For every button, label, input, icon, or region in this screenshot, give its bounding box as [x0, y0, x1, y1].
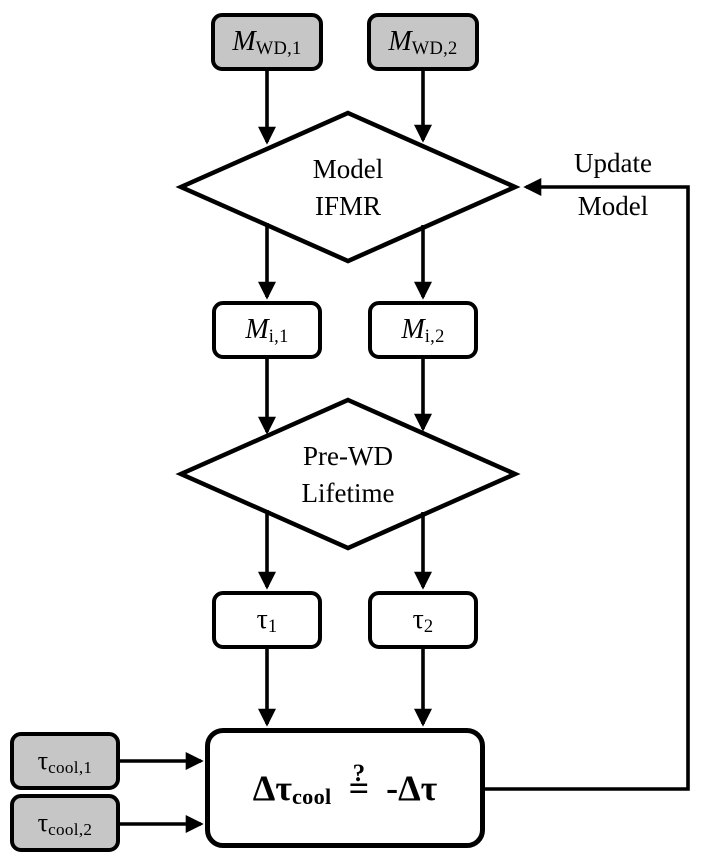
ifmr-label-line1: Model	[312, 154, 384, 184]
node-mi2: Mi,2	[368, 301, 478, 359]
node-compare: Δτcool ?= -Δτ	[205, 728, 485, 848]
node-tau2-label: τ2	[412, 604, 434, 637]
questioned-equals-symbol: ?=	[348, 760, 370, 808]
node-mwd1-label: MWD,1	[232, 26, 302, 59]
node-mwd2-label: MWD,2	[388, 26, 458, 59]
feedback-label-model: Model	[577, 191, 649, 221]
node-tcool1-label: τcool,1	[37, 746, 93, 777]
prewd-label-line1: Pre-WD	[303, 441, 393, 471]
node-tcool2-label: τcool,2	[37, 808, 93, 839]
node-mi1-label: Mi,1	[245, 314, 289, 347]
node-tau1-label: τ1	[256, 604, 278, 637]
node-tcool1: τcool,1	[10, 732, 120, 790]
feedback-line	[483, 178, 690, 791]
node-mwd2: MWD,2	[367, 13, 479, 71]
ifmr-diamond	[175, 110, 521, 264]
compare-rhs: -Δτ	[386, 768, 438, 808]
prewd-diamond-label: Pre-WD Lifetime	[248, 438, 448, 512]
ifmr-label-line2: IFMR	[314, 191, 382, 221]
compare-equation: Δτcool ?= -Δτ	[252, 760, 438, 810]
node-mi1: Mi,1	[212, 301, 322, 359]
node-tau2: τ2	[368, 591, 478, 649]
node-mwd1: MWD,1	[211, 13, 323, 71]
feedback-label-update: Update	[574, 148, 652, 178]
compare-lhs-sub: cool	[291, 784, 332, 810]
compare-lhs: Δτ	[252, 768, 292, 808]
node-tau1: τ1	[212, 591, 322, 649]
prewd-label-line2: Lifetime	[301, 478, 395, 508]
node-tcool2: τcool,2	[10, 794, 120, 852]
prewd-diamond	[175, 397, 521, 551]
ifmr-diamond-label: Model IFMR	[248, 151, 448, 225]
node-mi2-label: Mi,2	[401, 314, 445, 347]
